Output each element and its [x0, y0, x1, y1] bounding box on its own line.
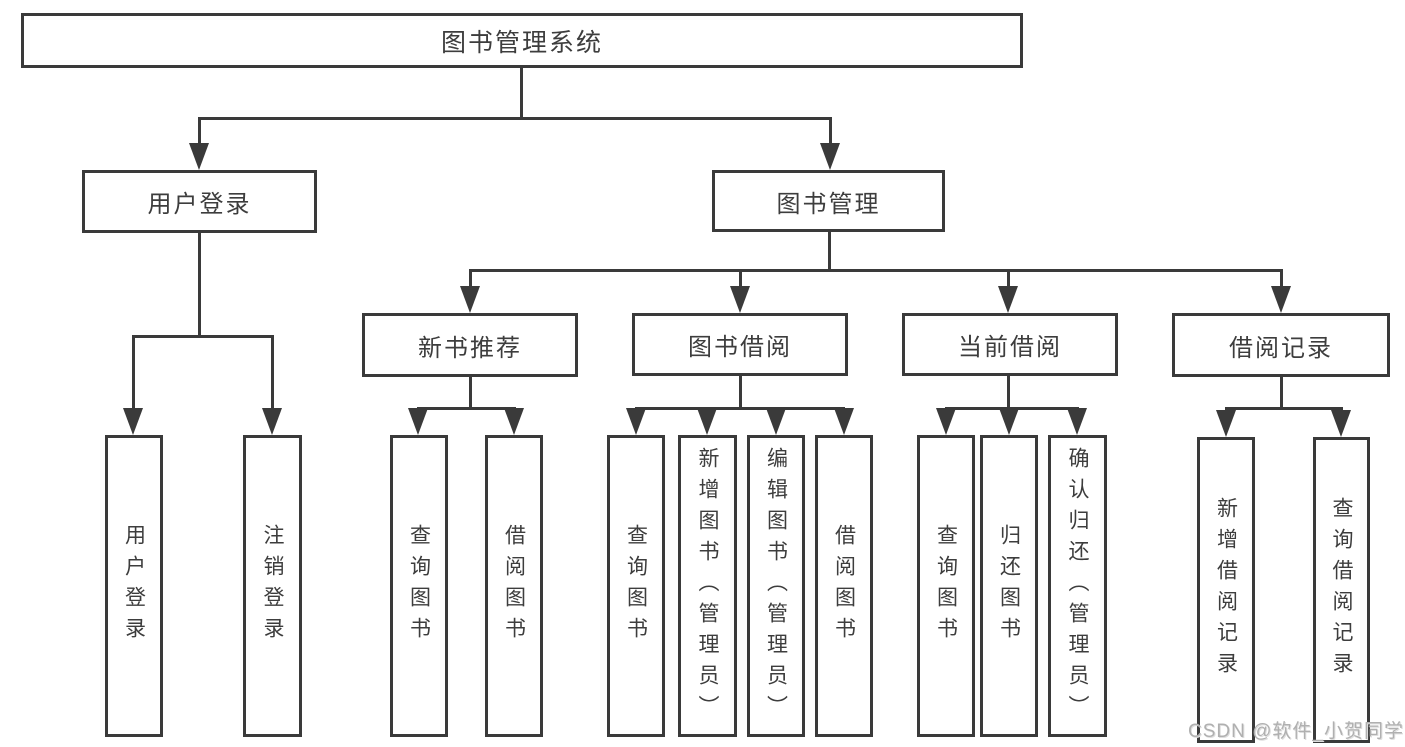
connector-root-drop: [520, 67, 523, 119]
arrowhead-down-icon: [408, 408, 428, 435]
leaf-newbook-borrow: 借阅图书: [485, 435, 543, 737]
leaf-record-query: 查询借阅记录: [1313, 437, 1370, 743]
arrowhead-down-icon: [998, 286, 1018, 313]
arrowhead-down-icon: [730, 286, 750, 313]
arrowhead-down-icon: [1216, 410, 1236, 437]
node-borrow-record-label: 借阅记录: [1229, 334, 1333, 362]
node-root-system: 图书管理系统: [21, 13, 1023, 68]
leaf-record-add: 新增借阅记录: [1197, 437, 1255, 743]
node-current-borrow-label: 当前借阅: [958, 334, 1062, 361]
connector-bookmgmt-split: [469, 269, 1283, 272]
connector-bookborrow-split: [635, 407, 845, 410]
csdn-watermark: CSDN @软件_小贺同学: [1188, 721, 1404, 742]
arrowhead-down-icon: [460, 286, 480, 313]
node-book-management: 图书管理: [712, 170, 945, 232]
connector-shaft: [739, 271, 742, 287]
leaf-return-book-label: 归还图书: [997, 524, 1021, 648]
leaf-borrow-edit-admin: 编辑图书（管理员）: [747, 435, 805, 737]
connector-record-split: [1225, 407, 1343, 410]
node-book-borrow: 图书借阅: [632, 313, 848, 376]
connector-shaft: [1007, 271, 1010, 287]
leaf-confirm-return-admin-label: 确认归还（管理员）: [1066, 446, 1089, 726]
arrowhead-down-icon: [697, 408, 717, 435]
leaf-borrow-book: 借阅图书: [815, 435, 873, 737]
leaf-return-book: 归还图书: [980, 435, 1038, 737]
leaf-borrow-book-label: 借阅图书: [832, 524, 856, 648]
connector-newbook-split: [417, 407, 516, 410]
arrowhead-down-icon: [189, 143, 209, 170]
connector-shaft: [132, 337, 135, 410]
arrowhead-down-icon: [999, 408, 1019, 435]
arrowhead-down-icon: [504, 408, 524, 435]
leaf-newbook-query-label: 查询图书: [407, 524, 431, 648]
arrowhead-down-icon: [1271, 286, 1291, 313]
arrowhead-down-icon: [936, 408, 956, 435]
connector-shaft: [829, 119, 832, 144]
connector-shaft: [1280, 271, 1283, 287]
connector-root-split: [198, 117, 832, 120]
leaf-record-query-label: 查询借阅记录: [1330, 497, 1353, 683]
leaf-borrow-add-admin-label: 新增图书（管理员）: [696, 446, 719, 726]
connector-shaft: [198, 119, 201, 144]
leaf-current-query-label: 查询图书: [934, 524, 958, 648]
node-new-book-recommend: 新书推荐: [362, 313, 578, 377]
arrowhead-down-icon: [262, 408, 282, 435]
leaf-borrow-query: 查询图书: [607, 435, 665, 737]
leaf-newbook-borrow-label: 借阅图书: [502, 524, 526, 648]
arrowhead-down-icon: [626, 408, 646, 435]
connector-shaft: [271, 337, 274, 410]
leaf-record-add-label: 新增借阅记录: [1214, 497, 1238, 683]
arrowhead-down-icon: [820, 143, 840, 170]
leaf-borrow-edit-admin-label: 编辑图书（管理员）: [764, 446, 788, 726]
arrowhead-down-icon: [1331, 410, 1351, 437]
leaf-confirm-return-admin: 确认归还（管理员）: [1048, 435, 1107, 737]
arrowhead-down-icon: [766, 408, 786, 435]
connector-bookborrow-drop: [739, 376, 742, 409]
connector-shaft: [469, 271, 472, 287]
leaf-logout: 注销登录: [243, 435, 302, 737]
leaf-user-login: 用户登录: [105, 435, 163, 737]
connector-newbook-drop: [469, 377, 472, 409]
arrowhead-down-icon: [1067, 408, 1087, 435]
connector-bookmgmt-drop: [828, 232, 831, 271]
node-root-label: 图书管理系统: [440, 28, 603, 57]
leaf-borrow-add-admin: 新增图书（管理员）: [678, 435, 737, 737]
node-new-book-recommend-label: 新书推荐: [418, 334, 522, 362]
node-user-login: 用户登录: [82, 170, 317, 233]
node-book-management-label: 图书管理: [776, 190, 881, 218]
node-current-borrow: 当前借阅: [902, 313, 1118, 376]
node-borrow-record: 借阅记录: [1172, 313, 1390, 377]
connector-currentborrow-drop: [1007, 376, 1010, 409]
node-user-login-label: 用户登录: [147, 191, 252, 218]
leaf-current-query: 查询图书: [917, 435, 975, 737]
arrowhead-down-icon: [123, 408, 143, 435]
arrowhead-down-icon: [834, 408, 854, 435]
leaf-newbook-query: 查询图书: [390, 435, 448, 737]
connector-record-drop: [1280, 377, 1283, 409]
leaf-logout-label: 注销登录: [261, 524, 284, 648]
leaf-borrow-query-label: 查询图书: [624, 524, 648, 648]
leaf-user-login-label: 用户登录: [122, 524, 146, 648]
connector-userlogin-drop: [198, 233, 201, 337]
connector-userlogin-split: [132, 335, 274, 338]
node-book-borrow-label: 图书借阅: [688, 334, 792, 361]
